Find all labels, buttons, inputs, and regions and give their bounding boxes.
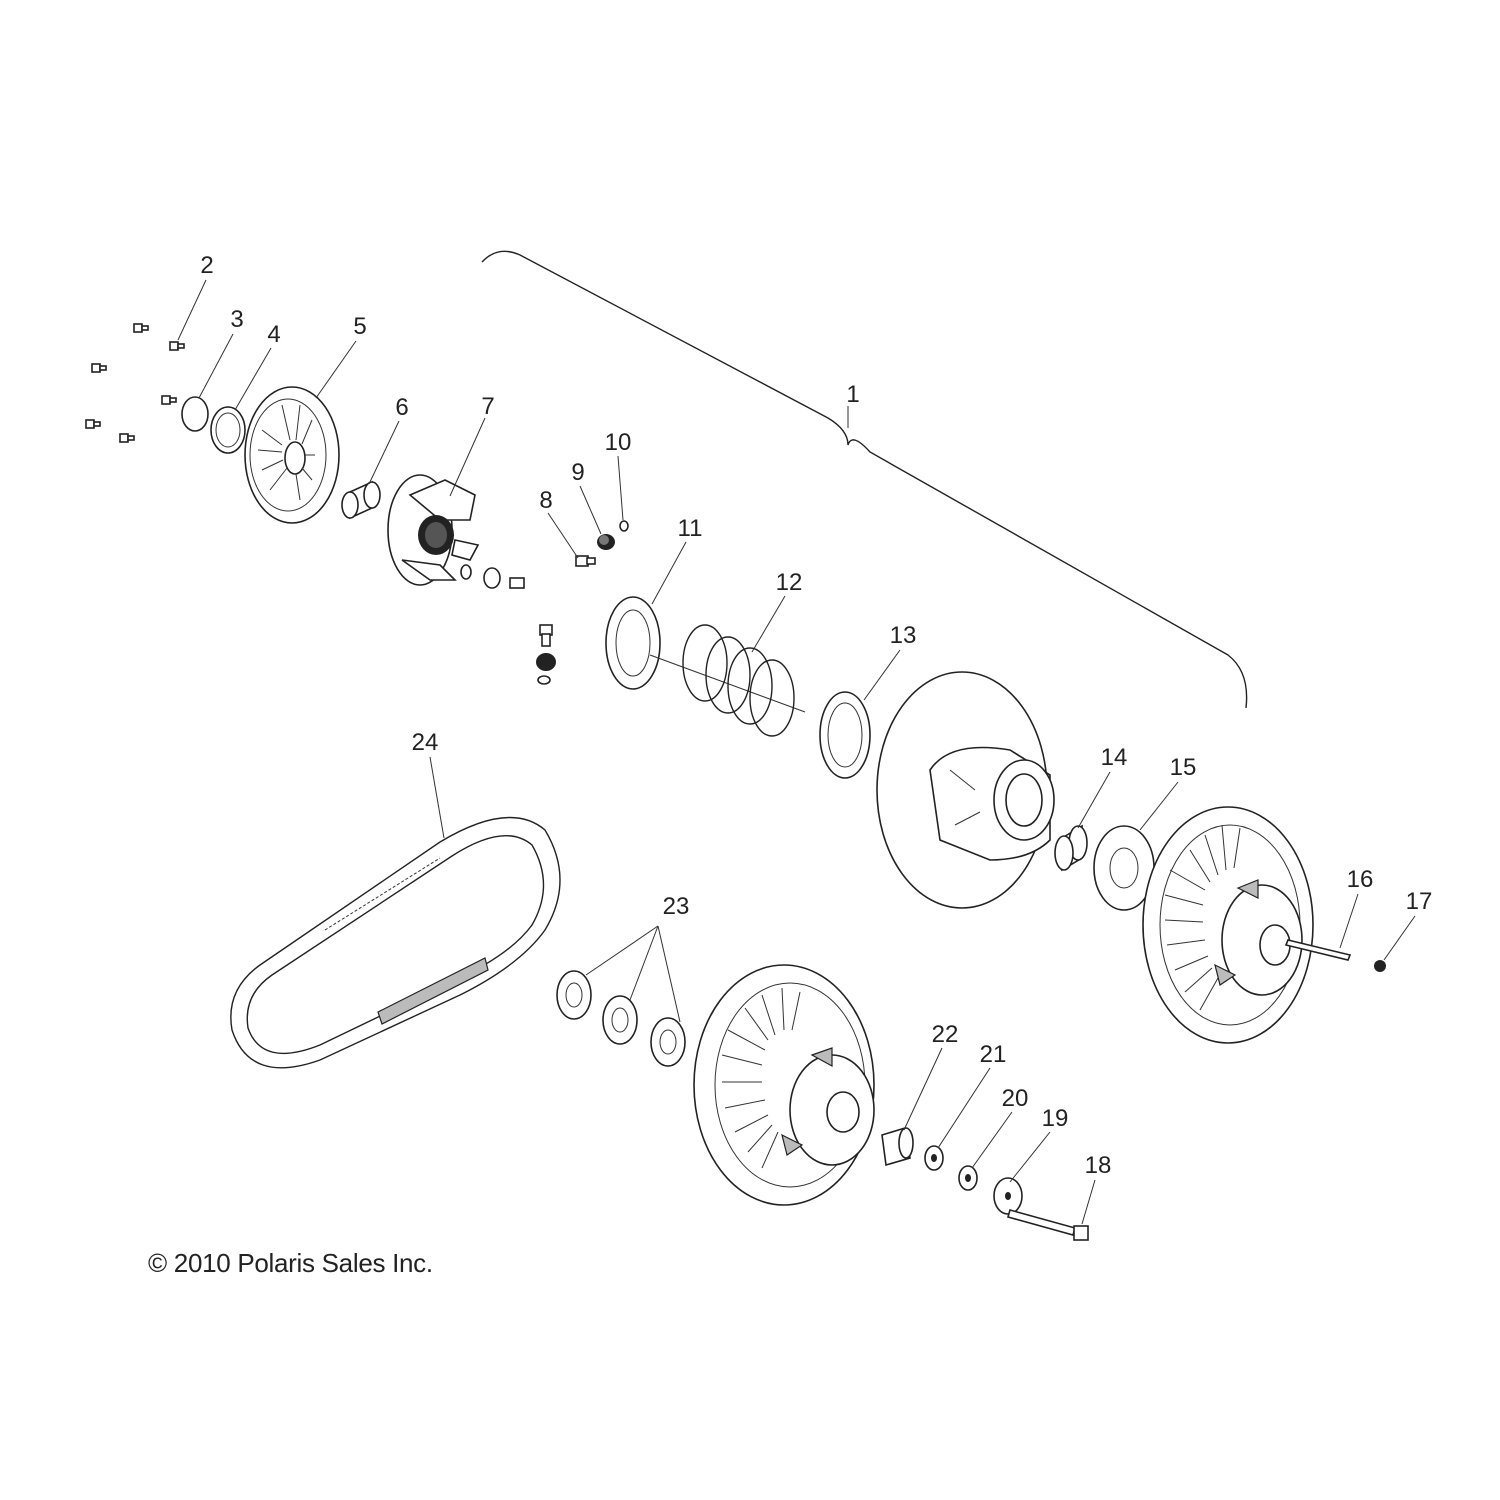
spring-12 xyxy=(649,624,806,737)
callout-18: 18 xyxy=(1085,1152,1112,1179)
callout-17: 17 xyxy=(1406,888,1433,915)
callout-9: 9 xyxy=(571,459,584,486)
drive-belt-24 xyxy=(230,816,561,1069)
callout-16: 16 xyxy=(1347,866,1374,893)
callout-21: 21 xyxy=(980,1041,1007,1068)
seal-11 xyxy=(605,596,661,690)
washer-21 xyxy=(924,1145,944,1171)
leader-lines xyxy=(177,279,1416,1225)
ring-4 xyxy=(210,406,246,454)
callout-23: 23 xyxy=(663,893,690,920)
movable-sheave xyxy=(876,671,1055,909)
callout-24: 24 xyxy=(412,729,439,756)
bushing-6 xyxy=(341,480,381,520)
pin-8 xyxy=(575,555,596,567)
callout-20: 20 xyxy=(1002,1085,1029,1112)
callout-8: 8 xyxy=(539,487,552,514)
callout-22: 22 xyxy=(932,1021,959,1048)
callout-11: 11 xyxy=(678,515,703,542)
callout-4: 4 xyxy=(267,321,280,348)
callout-15: 15 xyxy=(1170,754,1197,781)
ring-13 xyxy=(819,691,871,779)
washer-small xyxy=(483,567,501,589)
callout-1: 1 xyxy=(846,381,859,408)
washer-small xyxy=(460,564,472,580)
callout-3: 3 xyxy=(230,306,243,333)
pin-lower xyxy=(536,624,556,685)
callout-13: 13 xyxy=(890,622,917,649)
callout-10: 10 xyxy=(605,429,632,456)
callout-14: 14 xyxy=(1101,744,1128,771)
fixed-sheave-lower xyxy=(693,964,875,1206)
callout-12: 12 xyxy=(776,569,803,596)
screw-set xyxy=(85,323,185,443)
spacer-22 xyxy=(881,1126,914,1167)
copyright-notice: © 2010 Polaris Sales Inc. xyxy=(148,1248,433,1278)
bushing-14 xyxy=(1054,824,1088,872)
nut-17 xyxy=(1374,960,1386,972)
washer-20 xyxy=(958,1165,978,1191)
callout-7: 7 xyxy=(481,393,494,420)
snap-ring xyxy=(181,396,209,432)
callout-2: 2 xyxy=(200,252,213,279)
spider-7 xyxy=(387,474,480,586)
pin-16 xyxy=(1284,939,1352,961)
fixed-sheave-upper xyxy=(1142,806,1314,1044)
callout-labels: 1 2 3 4 5 6 7 8 9 10 11 12 13 14 15 16 1… xyxy=(200,252,1432,1179)
bolt-18 xyxy=(1007,1209,1089,1241)
callout-5: 5 xyxy=(353,313,366,340)
shim-set-23 xyxy=(556,970,686,1067)
roller-9 xyxy=(597,534,615,550)
callout-6: 6 xyxy=(395,394,408,421)
cover-plate xyxy=(244,386,340,524)
washer-19 xyxy=(993,1177,1023,1215)
clip-10 xyxy=(619,520,629,532)
pin xyxy=(509,577,525,589)
assembly-bracket xyxy=(481,250,1248,709)
callout-19: 19 xyxy=(1042,1105,1069,1132)
